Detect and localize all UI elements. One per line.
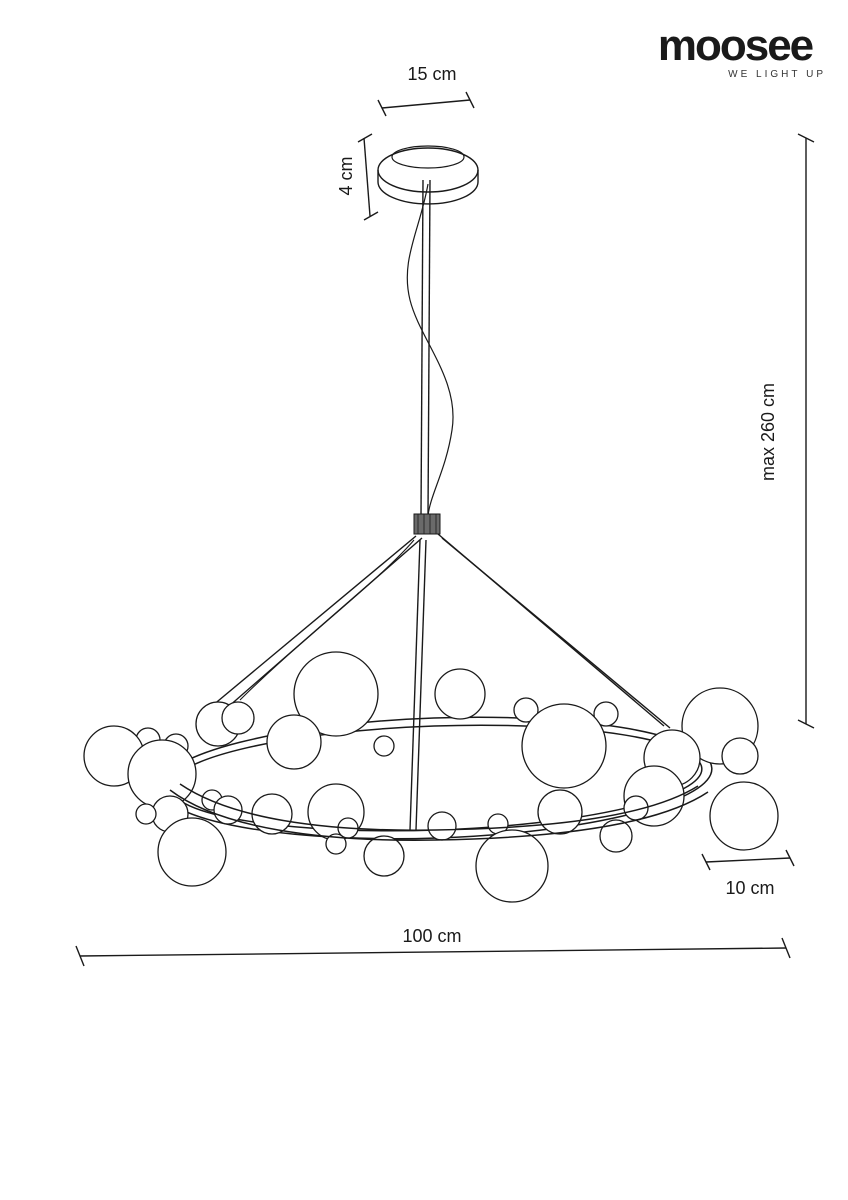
center-hub: [413, 513, 441, 535]
globe: [213, 795, 243, 825]
label-globe-diameter: 10 cm: [725, 878, 774, 898]
globe: [599, 819, 633, 853]
globe: [475, 829, 549, 903]
dim-max-height: max 260 cm: [758, 133, 815, 729]
glass-globes: [83, 651, 779, 903]
dim-globe-diameter: 10 cm: [701, 849, 795, 898]
globe: [373, 735, 395, 757]
globe: [434, 668, 486, 720]
ceiling-canopy: [377, 145, 479, 205]
globe: [135, 803, 157, 825]
arms: [211, 533, 671, 831]
globe: [266, 714, 322, 770]
globe: [721, 737, 759, 775]
label-canopy-width: 15 cm: [407, 64, 456, 84]
globe: [427, 811, 457, 841]
dim-ring-diameter: 100 cm: [75, 926, 791, 967]
globe: [521, 703, 607, 789]
globe: [709, 781, 779, 851]
label-canopy-height: 4 cm: [336, 156, 356, 195]
label-max-height: max 260 cm: [758, 383, 778, 481]
globe: [325, 833, 347, 855]
globe: [157, 817, 227, 887]
brand-tagline: WE LIGHT UP: [728, 69, 826, 80]
dim-canopy-width: 15 cm: [377, 64, 475, 117]
globe: [363, 835, 405, 877]
ring-front: [169, 783, 709, 841]
label-ring-diameter: 100 cm: [402, 926, 461, 946]
globe: [293, 651, 379, 737]
globe: [593, 701, 619, 727]
globe: [251, 793, 293, 835]
brand-name: moosee: [657, 21, 814, 70]
dim-canopy-height: 4 cm: [336, 133, 379, 221]
globe: [221, 701, 255, 735]
globe: [537, 789, 583, 835]
suspension-rods: [406, 179, 454, 517]
brand-logo: moosee WE LIGHT UP: [640, 24, 830, 84]
globe: [513, 697, 539, 723]
